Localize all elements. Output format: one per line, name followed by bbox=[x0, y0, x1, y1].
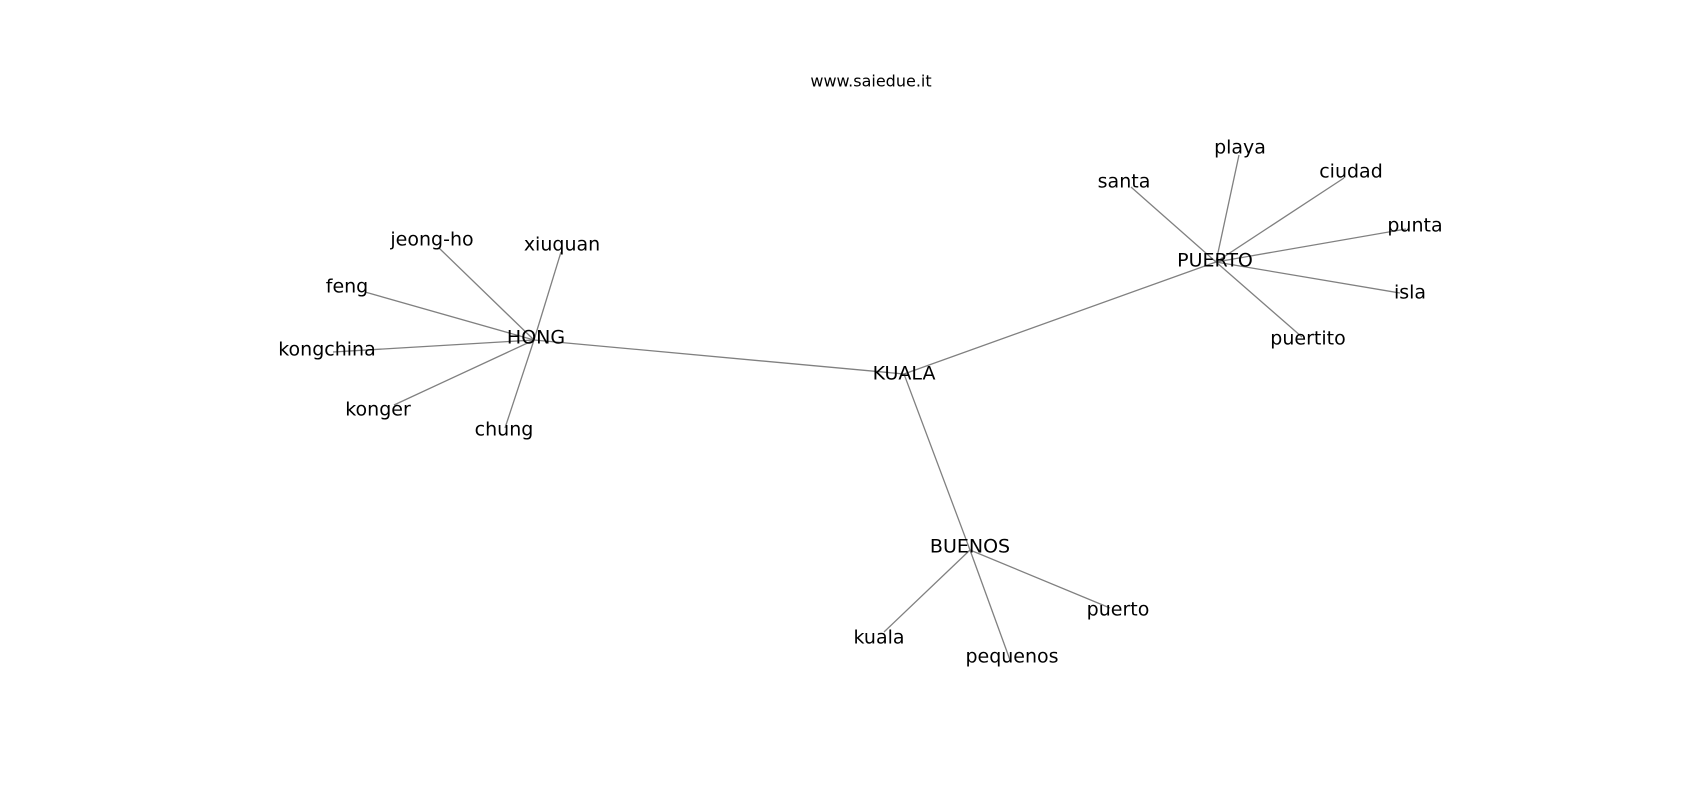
node-label-chung: chung bbox=[475, 419, 534, 441]
node-label-isla: isla bbox=[1394, 282, 1426, 304]
edge-puerto_hub-playa bbox=[1215, 154, 1240, 263]
nodes-layer: KUALA HONG PUERTO BUENOS jeong-ho xiuquan feng… bbox=[278, 137, 1442, 668]
node-label-playa: playa bbox=[1214, 137, 1266, 159]
edge-hong-feng bbox=[364, 291, 535, 341]
node-label-puerto_leaf: puerto bbox=[1087, 599, 1150, 621]
edge-kuala_hub-buenos bbox=[903, 373, 971, 551]
edge-hong-xiuquan bbox=[533, 251, 562, 341]
node-label-puertito: puertito bbox=[1270, 328, 1345, 350]
node-label-kuala_leaf: kuala bbox=[853, 627, 904, 649]
node-label-feng: feng bbox=[326, 276, 368, 298]
edges-layer bbox=[332, 154, 1407, 661]
node-label-punta: punta bbox=[1387, 215, 1442, 237]
edge-buenos-kuala_leaf bbox=[883, 549, 971, 633]
edge-puerto_hub-puertito bbox=[1215, 261, 1303, 338]
edge-hong-jeong-ho bbox=[438, 247, 535, 341]
node-label-konger: konger bbox=[345, 399, 411, 421]
node-label-santa: santa bbox=[1098, 171, 1151, 193]
node-label-hong: HONG bbox=[507, 327, 565, 349]
edge-hong-chung bbox=[504, 339, 535, 429]
edge-puerto_hub-ciudad bbox=[1215, 177, 1345, 263]
edge-buenos-pequenos bbox=[969, 549, 1011, 661]
edge-puerto_hub-isla bbox=[1215, 261, 1401, 294]
node-label-ciudad: ciudad bbox=[1319, 161, 1383, 183]
node-label-kuala_hub: KUALA bbox=[873, 363, 936, 385]
node-label-jeong-ho: jeong-ho bbox=[389, 229, 473, 251]
node-label-pequenos: pequenos bbox=[965, 646, 1058, 668]
node-label-buenos: BUENOS bbox=[930, 536, 1010, 558]
node-label-xiuquan: xiuquan bbox=[524, 234, 600, 256]
edge-kuala_hub-hong bbox=[533, 339, 905, 375]
graph-title: www.saiedue.it bbox=[810, 72, 931, 91]
edge-kuala_hub-puerto_hub bbox=[903, 261, 1217, 375]
edge-hong-konger bbox=[393, 339, 535, 406]
edge-puerto_hub-santa bbox=[1130, 186, 1217, 263]
edge-hong-kongchina bbox=[332, 339, 535, 353]
node-label-puerto_hub: PUERTO bbox=[1177, 250, 1253, 272]
node-label-kongchina: kongchina bbox=[278, 339, 376, 361]
edge-buenos-puerto_leaf bbox=[969, 549, 1111, 609]
edge-puerto_hub-punta bbox=[1215, 228, 1407, 263]
